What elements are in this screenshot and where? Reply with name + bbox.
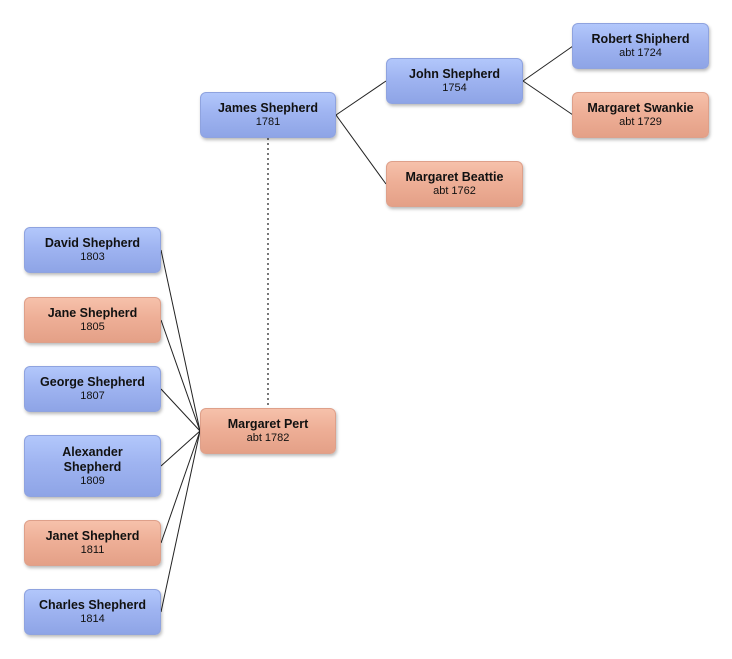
person-card-alexander-shepherd[interactable]: Alexander Shepherd 1809 bbox=[24, 435, 161, 497]
person-card-george-shepherd[interactable]: George Shepherd 1807 bbox=[24, 366, 161, 412]
person-birth-year: 1807 bbox=[80, 390, 105, 402]
person-birth-year: 1754 bbox=[442, 82, 467, 94]
connector-charles-margaret-pert bbox=[160, 430, 201, 613]
person-name: Alexander Shepherd bbox=[62, 444, 123, 474]
connector-john-margaret-swankie bbox=[522, 80, 574, 116]
person-card-robert-shipherd[interactable]: Robert Shipherd abt 1724 bbox=[572, 23, 709, 69]
person-name: John Shepherd bbox=[409, 67, 500, 81]
person-birth-year: abt 1782 bbox=[246, 432, 290, 444]
person-name: James Shepherd bbox=[217, 101, 319, 115]
person-name: George Shepherd bbox=[40, 375, 145, 389]
person-card-janet-shepherd[interactable]: Janet Shepherd 1811 bbox=[24, 520, 161, 566]
person-card-john-shepherd[interactable]: John Shepherd 1754 bbox=[386, 58, 523, 104]
person-birth-year: 1803 bbox=[80, 251, 105, 263]
connector-james-margaret-beattie bbox=[335, 114, 387, 185]
person-card-david-shepherd[interactable]: David Shepherd 1803 bbox=[24, 227, 161, 273]
connector-janet-margaret-pert bbox=[160, 430, 201, 544]
person-card-margaret-pert[interactable]: Margaret Pert abt 1782 bbox=[200, 408, 336, 454]
person-birth-year: abt 1762 bbox=[433, 185, 476, 197]
person-birth-year: 1814 bbox=[80, 613, 105, 625]
person-birth-year: abt 1729 bbox=[619, 116, 662, 128]
person-birth-year: 1811 bbox=[80, 544, 105, 556]
person-card-james-shepherd[interactable]: James Shepherd 1781 bbox=[200, 92, 336, 138]
person-name: Margaret Pert bbox=[227, 417, 309, 431]
person-name: Charles Shepherd bbox=[39, 598, 146, 612]
person-card-margaret-swankie[interactable]: Margaret Swankie abt 1729 bbox=[572, 92, 709, 138]
person-name: Margaret Beattie bbox=[405, 170, 504, 184]
connector-david-margaret-pert bbox=[160, 249, 201, 432]
person-name: David Shepherd bbox=[44, 236, 141, 250]
connector-alexander-margaret-pert bbox=[160, 430, 201, 467]
connector-john-robert bbox=[522, 45, 574, 82]
person-card-charles-shepherd[interactable]: Charles Shepherd 1814 bbox=[24, 589, 161, 635]
person-name: Margaret Swankie bbox=[587, 101, 694, 115]
person-name: Jane Shepherd bbox=[47, 306, 138, 320]
connector-james-john bbox=[335, 80, 387, 116]
person-card-jane-shepherd[interactable]: Jane Shepherd 1805 bbox=[24, 297, 161, 343]
connector-george-margaret-pert bbox=[160, 388, 201, 432]
person-birth-year: 1809 bbox=[80, 474, 105, 487]
person-name: Janet Shepherd bbox=[45, 529, 140, 543]
person-birth-year: abt 1724 bbox=[619, 47, 662, 59]
connector-jane-margaret-pert bbox=[160, 319, 201, 432]
person-birth-year: 1781 bbox=[255, 116, 281, 128]
person-card-margaret-beattie[interactable]: Margaret Beattie abt 1762 bbox=[386, 161, 523, 207]
person-name: Robert Shipherd bbox=[591, 32, 690, 46]
person-birth-year: 1805 bbox=[80, 321, 105, 333]
